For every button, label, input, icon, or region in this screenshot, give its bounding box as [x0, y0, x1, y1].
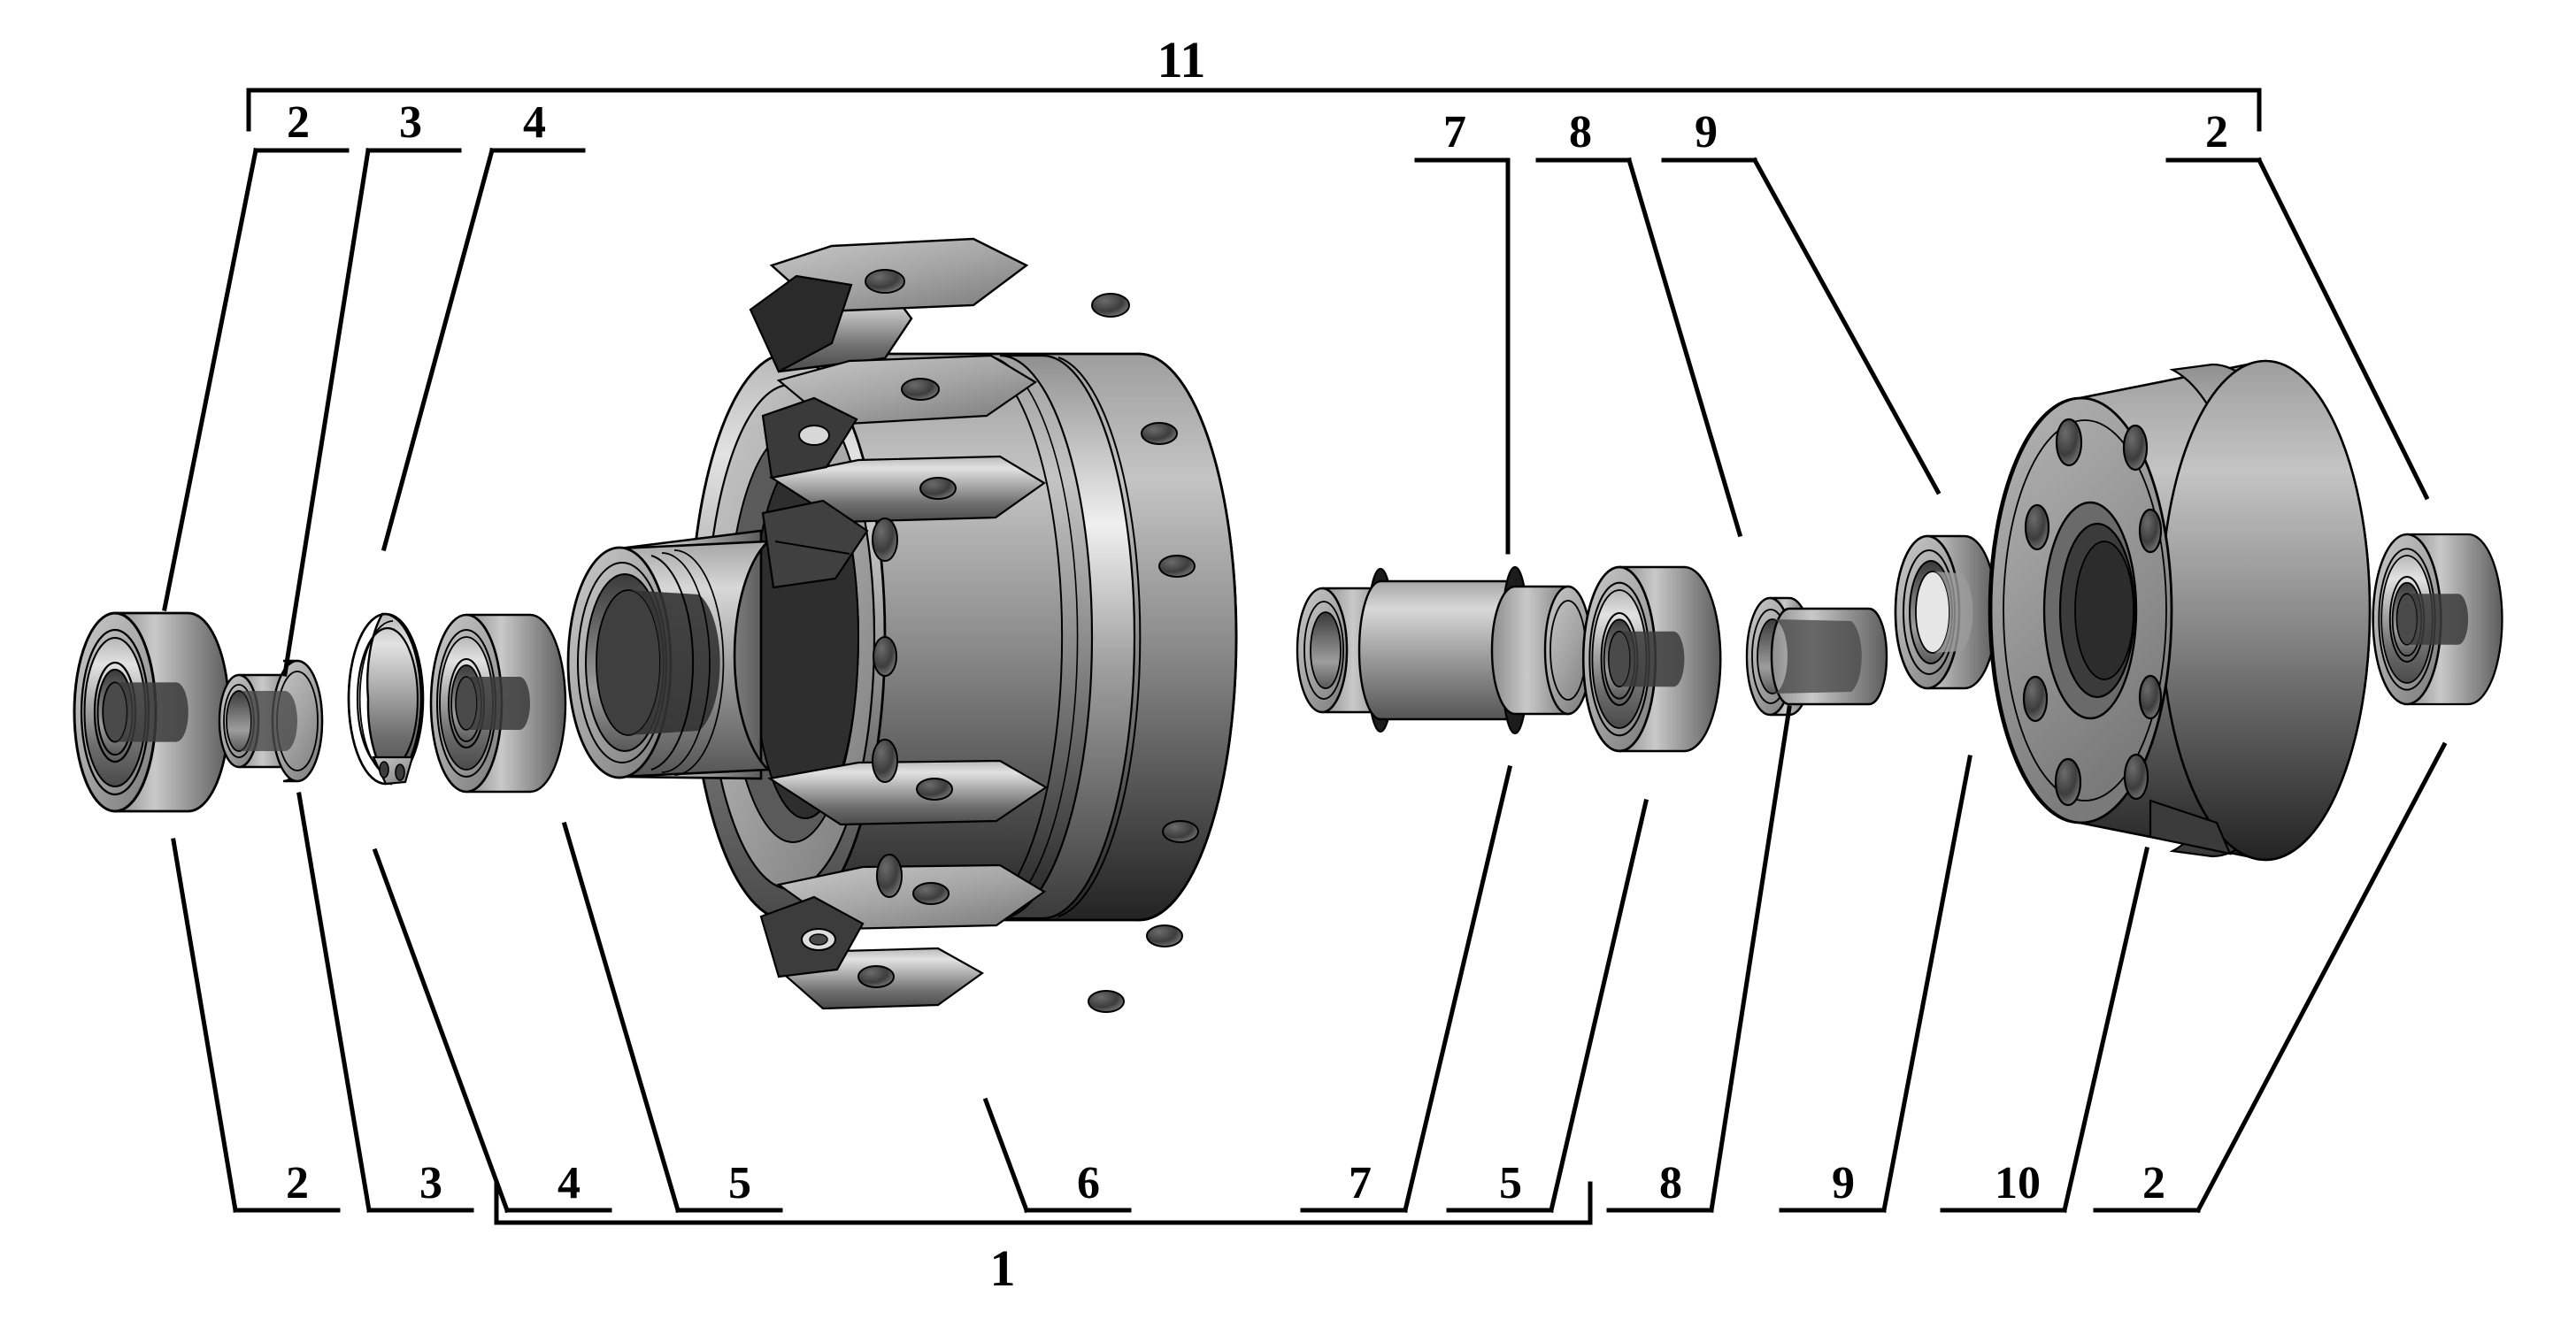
callout-bottom-5b — [1446, 799, 1649, 1213]
part-hub-housing — [566, 237, 1238, 1013]
part-bushing-left — [218, 659, 324, 783]
callout-top-9 — [1661, 157, 1942, 495]
callout-label-bottom-1: 1 — [989, 1239, 1016, 1297]
callout-bottom-2b — [2093, 741, 2448, 1214]
callout-label-top-4: 4 — [523, 97, 546, 148]
callout-bottom-6 — [982, 1097, 1132, 1214]
callout-label-bottom-9: 9 — [1832, 1158, 1855, 1208]
callout-top-2 — [162, 148, 350, 611]
callout-label-bottom-2b: 2 — [2142, 1158, 2165, 1208]
callout-top-4 — [381, 147, 586, 552]
callout-label-top-9: 9 — [1695, 107, 1718, 157]
callout-label-top-8: 8 — [1569, 107, 1592, 157]
callout-label-bottom-8: 8 — [1659, 1158, 1682, 1208]
callout-label-bottom-6: 6 — [1077, 1158, 1100, 1208]
bracket-11 — [246, 88, 2262, 132]
part-snap-ring — [347, 612, 425, 786]
callout-top-8 — [1535, 157, 1743, 538]
callout-label-bottom-10: 10 — [1995, 1158, 2041, 1208]
callout-label-top-11: 11 — [1157, 31, 1206, 88]
callout-bottom-4 — [372, 848, 612, 1214]
callout-label-bottom-4: 4 — [557, 1158, 581, 1208]
part-flange-hub — [1988, 359, 2372, 862]
part-ring-right — [1894, 534, 1998, 690]
callout-label-bottom-7: 7 — [1349, 1158, 1372, 1208]
callout-bottom-8 — [1606, 705, 1792, 1213]
callout-bottom-3 — [296, 792, 474, 1213]
callout-top-2b — [2165, 157, 2430, 501]
part-spacer-sleeve — [1296, 565, 1593, 735]
callout-bottom-2 — [171, 838, 341, 1213]
callout-label-top-2b: 2 — [2205, 107, 2228, 157]
callout-bottom-10 — [1940, 847, 2149, 1213]
callout-label-bottom-5: 5 — [728, 1158, 751, 1208]
callout-label-bottom-5b: 5 — [1499, 1158, 1522, 1208]
callout-bottom-7 — [1300, 764, 1513, 1214]
callout-top-7 — [1414, 157, 1511, 555]
callout-label-top-2: 2 — [287, 97, 310, 148]
callout-label-bottom-2: 2 — [286, 1158, 309, 1208]
callout-bottom-5 — [561, 821, 783, 1214]
callout-label-top-7: 7 — [1443, 107, 1466, 157]
callout-top-3 — [282, 148, 462, 677]
part-bushing-right — [1745, 596, 1888, 717]
callout-bottom-9 — [1779, 755, 1972, 1213]
callout-label-top-3: 3 — [399, 97, 422, 148]
bracket-1 — [494, 1181, 1593, 1225]
callout-label-bottom-3: 3 — [419, 1158, 442, 1208]
